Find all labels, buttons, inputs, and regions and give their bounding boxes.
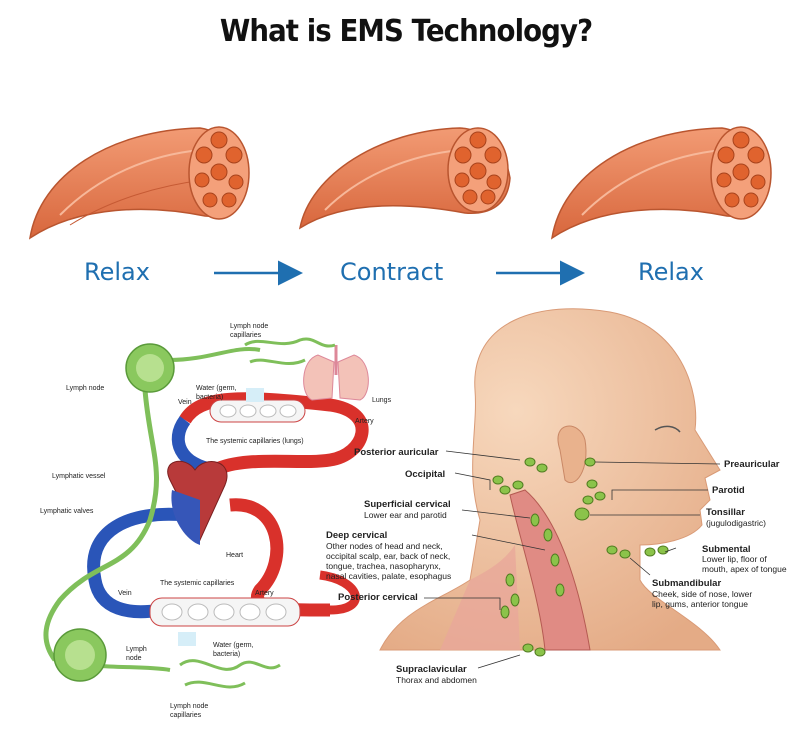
circulatory-diagram: Lymph node capillaries Lymph node Water …	[40, 323, 392, 719]
label-water-top-1: Water (germ,	[196, 385, 237, 392]
label-lungs: Lungs	[372, 397, 392, 404]
label-lymph-capillaries-top-2: capillaries	[230, 332, 262, 339]
label-heart: Heart	[226, 552, 243, 559]
label-submandibular: Submandibular	[652, 578, 721, 589]
label-superficial-cervical-desc: Lower ear and parotid	[364, 510, 447, 520]
label-parotid: Parotid	[712, 485, 745, 496]
label-submandibular-desc-1: Cheek, side of nose, lower	[652, 589, 752, 599]
label-lymphatic-vessel: Lymphatic vessel	[52, 473, 106, 480]
label-supraclavicular: Supraclavicular	[396, 664, 467, 675]
label-water-bottom-1: Water (germ,	[213, 642, 254, 649]
label-water-bottom-2: bacteria)	[213, 651, 240, 658]
muscle-relax-1	[28, 126, 250, 240]
label-submandibular-desc-2: lip, gums, anterior tongue	[652, 599, 748, 609]
phase-contract: Contract	[340, 258, 444, 286]
label-vein-bottom: Vein	[118, 590, 132, 597]
label-lymph-node-bottom-1: Lymph	[126, 646, 147, 653]
label-tonsillar-desc: (jugulodigastric)	[706, 518, 766, 528]
phase-relax-2: Relax	[638, 258, 704, 286]
label-deep-cervical-desc-2: occipital scalp, ear, back of neck,	[326, 551, 450, 561]
label-lymphatic-valves: Lymphatic valves	[40, 508, 94, 515]
label-submental-desc-1: Lower lip, floor of	[702, 554, 767, 564]
page-title: What is EMS Technology?	[219, 14, 593, 49]
label-submental-desc-2: mouth, apex of tongue	[702, 564, 787, 574]
muscle-contract	[298, 127, 511, 230]
label-posterior-cervical: Posterior cervical	[338, 592, 418, 603]
label-lymph-capillaries-bottom-1: Lymph node	[170, 703, 208, 710]
label-supraclavicular-desc: Thorax and abdomen	[396, 675, 477, 685]
label-occipital: Occipital	[405, 469, 445, 480]
label-superficial-cervical: Superficial cervical	[364, 499, 451, 510]
label-water-top-2: bacteria)	[196, 394, 223, 401]
label-artery-top: Artery	[355, 418, 374, 425]
label-preauricular: Preauricular	[724, 459, 780, 470]
label-posterior-auricular: Posterior auricular	[354, 447, 439, 458]
label-tonsillar: Tonsillar	[706, 507, 745, 518]
head-neck-diagram: Posterior auricular Occipital Superficia…	[326, 308, 787, 685]
label-lymph-capillaries-bottom-2: capillaries	[170, 712, 202, 719]
label-artery-bottom: Artery	[255, 590, 274, 597]
label-deep-cervical: Deep cervical	[326, 530, 387, 541]
label-deep-cervical-desc-1: Other nodes of head and neck,	[326, 541, 443, 551]
label-submental: Submental	[702, 544, 751, 555]
label-deep-cervical-desc-4: nasal cavities, palate, esophagus	[326, 571, 451, 581]
label-systemic-bottom: The systemic capillaries	[160, 580, 235, 587]
label-vein-top: Vein	[178, 399, 192, 406]
label-deep-cervical-desc-3: tongue, trachea, nasopharynx,	[326, 561, 441, 571]
muscle-relax-2	[550, 126, 772, 240]
phase-relax-1: Relax	[84, 258, 150, 286]
label-lymph-capillaries-top-1: Lymph node	[230, 323, 268, 330]
label-systemic-lungs: The systemic capillaries (lungs)	[206, 438, 304, 445]
label-lymph-node-left: Lymph node	[66, 385, 104, 392]
label-lymph-node-bottom-2: node	[126, 655, 142, 662]
